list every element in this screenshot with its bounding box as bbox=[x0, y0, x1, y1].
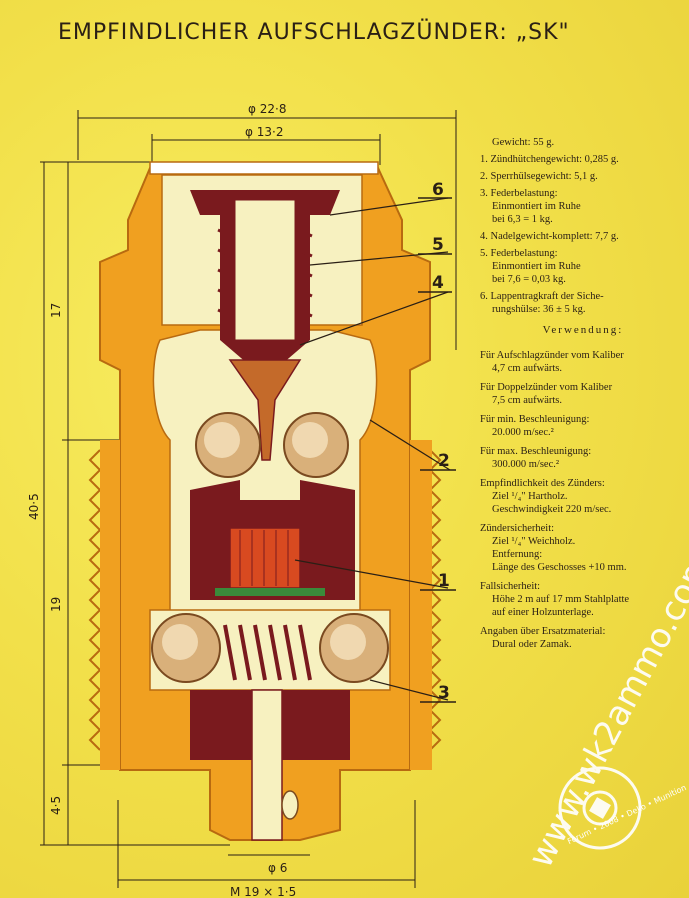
usage-item: Für Aufschlagzünder vom Kaliber 4,7 cm au… bbox=[480, 349, 686, 375]
usage-line: Empfindlichkeit des Zünders: bbox=[480, 478, 605, 489]
spec-item-text: rungshülse: 36 ± 5 kg. bbox=[492, 304, 586, 315]
striker-head bbox=[190, 190, 340, 461]
usage-line: Angaben über Ersatzmaterial: bbox=[480, 626, 606, 637]
dim-bottom-diameter: φ 6 bbox=[268, 861, 287, 875]
spec-item-number: 3. bbox=[480, 188, 488, 199]
callout-4: 4 bbox=[432, 273, 444, 293]
spec-item-text: Federbelastung: bbox=[490, 248, 558, 259]
usage-list: Für Aufschlagzünder vom Kaliber 4,7 cm au… bbox=[480, 349, 686, 651]
spec-item-number: 1. bbox=[480, 154, 488, 165]
usage-line: Geschwindigkeit 220 m/sec. bbox=[492, 504, 612, 515]
spec-item-text: Lappentragkraft der Siche- bbox=[490, 291, 604, 302]
spec-item-text: Federbelastung: bbox=[490, 188, 558, 199]
spec-item: 5. Federbelastung: Einmontiert im Ruhe bei… bbox=[480, 247, 686, 286]
spec-item-text: Einmontiert im Ruhe bbox=[492, 261, 581, 272]
usage-line: Höhe 2 m auf 17 mm Stahlplatte bbox=[492, 594, 630, 605]
usage-line: Für Doppelzünder vom Kaliber bbox=[480, 382, 613, 393]
callout-2: 2 bbox=[438, 451, 450, 471]
usage-heading: Verwendung: bbox=[542, 324, 624, 336]
dim-height-4-5: 4·5 bbox=[49, 796, 63, 815]
spec-item-number: 2. bbox=[480, 171, 488, 182]
usage-item: Für min. Beschleunigung: 20.000 m/sec.² bbox=[480, 413, 686, 439]
usage-line: Für Aufschlagzünder vom Kaliber bbox=[480, 350, 624, 361]
callout-5: 5 bbox=[432, 235, 444, 255]
spec-weight: Gewicht: 55 g. bbox=[492, 137, 555, 148]
dim-height-19: 19 bbox=[49, 597, 63, 612]
dim-height-total: 40·5 bbox=[27, 493, 41, 520]
lower-mechanism bbox=[149, 609, 391, 841]
spec-items-list: 1. Zündhütchengewicht: 0,285 g.2. Sperrh… bbox=[480, 153, 686, 316]
dim-outer-diameter: φ 22·8 bbox=[248, 102, 286, 116]
spec-item-text: bei 7,6 = 0,03 kg. bbox=[492, 274, 566, 285]
primer-housing bbox=[190, 480, 355, 600]
usage-line: 4,7 cm aufwärts. bbox=[492, 363, 562, 374]
callout-3: 3 bbox=[438, 683, 450, 703]
spec-item: 6. Lappentragkraft der Siche-rungshülse:… bbox=[480, 290, 686, 316]
usage-line: Entfernung: bbox=[492, 549, 543, 560]
spec-item-text: Nadelgewicht-komplett: 7,7 g. bbox=[490, 231, 619, 242]
usage-item: Angaben über Ersatzmaterial: Dural oder Z… bbox=[480, 625, 686, 651]
specifications-panel: Gewicht: 55 g. 1. Zündhütchengewicht: 0,… bbox=[480, 136, 686, 657]
watermark-seal bbox=[558, 766, 642, 850]
callout-6: 6 bbox=[432, 180, 444, 200]
usage-line: Dural oder Zamak. bbox=[492, 639, 572, 650]
usage-item: Zündersicherheit: Ziel ¹/₄" Weichholz. Ent… bbox=[480, 522, 686, 574]
usage-line: Länge des Geschosses +10 mm. bbox=[492, 562, 627, 573]
spec-item: 4. Nadelgewicht-komplett: 7,7 g. bbox=[480, 230, 686, 243]
usage-item: Für Doppelzünder vom Kaliber 7,5 cm aufwä… bbox=[480, 381, 686, 407]
page-title: EMPFINDLICHER AUFSCHLAGZÜNDER: „SK" bbox=[58, 20, 570, 45]
dim-inner-diameter: φ 13·2 bbox=[245, 125, 283, 139]
spec-item-text: Sperrhülsegewicht: 5,1 g. bbox=[490, 171, 598, 182]
usage-item: Für max. Beschleunigung: 300.000 m/sec.² bbox=[480, 445, 686, 471]
usage-line: 7,5 cm aufwärts. bbox=[492, 395, 562, 406]
spec-item-number: 5. bbox=[480, 248, 488, 259]
spec-item-text: Einmontiert im Ruhe bbox=[492, 201, 581, 212]
dim-height-17: 17 bbox=[49, 303, 63, 318]
usage-line: Für max. Beschleunigung: bbox=[480, 446, 592, 457]
spec-item-number: 4. bbox=[480, 231, 488, 242]
spec-item: 3. Federbelastung: Einmontiert im Ruhe bei… bbox=[480, 187, 686, 226]
safety-balls-upper bbox=[195, 412, 349, 478]
spec-item-text: Zündhütchengewicht: 0,285 g. bbox=[490, 154, 619, 165]
spec-item-text: bei 6,3 = 1 kg. bbox=[492, 214, 553, 225]
spec-item: 1. Zündhütchengewicht: 0,285 g. bbox=[480, 153, 686, 166]
usage-item: Fallsicherheit: Höhe 2 m auf 17 mm Stahlp… bbox=[480, 580, 686, 619]
usage-line: Zündersicherheit: bbox=[480, 523, 555, 534]
usage-line: Für min. Beschleunigung: bbox=[480, 414, 590, 425]
callout-1: 1 bbox=[438, 571, 450, 591]
usage-item: Empfindlichkeit des Zünders: Ziel ¹/₄" Ha… bbox=[480, 477, 686, 516]
usage-line: 20.000 m/sec.² bbox=[492, 427, 554, 438]
usage-line: Ziel ¹/₄" Weichholz. bbox=[492, 536, 576, 547]
spec-item-number: 6. bbox=[480, 291, 488, 302]
usage-line: Fallsicherheit: bbox=[480, 581, 541, 592]
dim-thread: M 19 × 1·5 bbox=[230, 885, 296, 898]
spec-item: 2. Sperrhülsegewicht: 5,1 g. bbox=[480, 170, 686, 183]
usage-line: Ziel ¹/₄" Hartholz. bbox=[492, 491, 568, 502]
usage-line: auf einer Holzunterlage. bbox=[492, 607, 594, 618]
usage-line: 300.000 m/sec.² bbox=[492, 459, 560, 470]
